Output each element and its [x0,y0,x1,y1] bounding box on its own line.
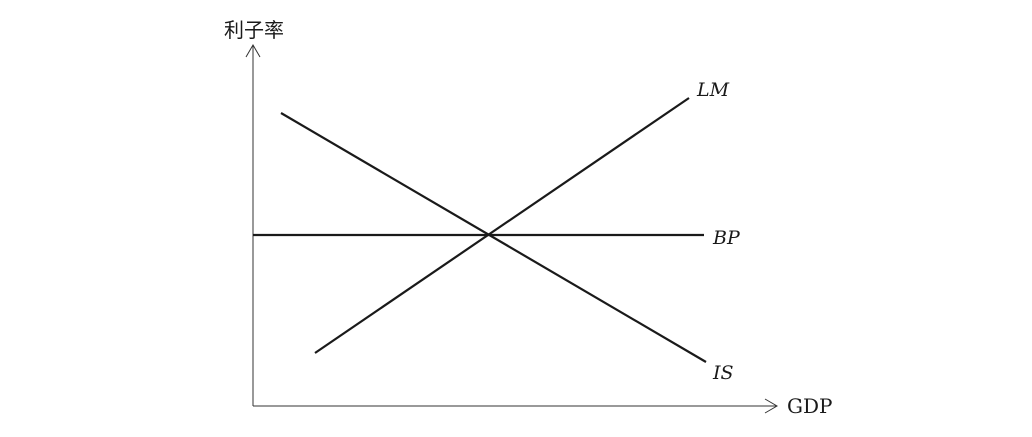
lm-curve [314,97,690,354]
bp-curve-label: BP [712,227,741,249]
is-curve [280,112,707,363]
x-axis-label: GDP [787,394,832,418]
y-axis-arrowhead [245,44,261,58]
is-curve-label: IS [712,362,734,384]
x-axis-arrowhead [764,398,778,414]
y-axis-label: 利子率 [224,18,284,42]
lm-curve-label: LM [696,79,730,101]
